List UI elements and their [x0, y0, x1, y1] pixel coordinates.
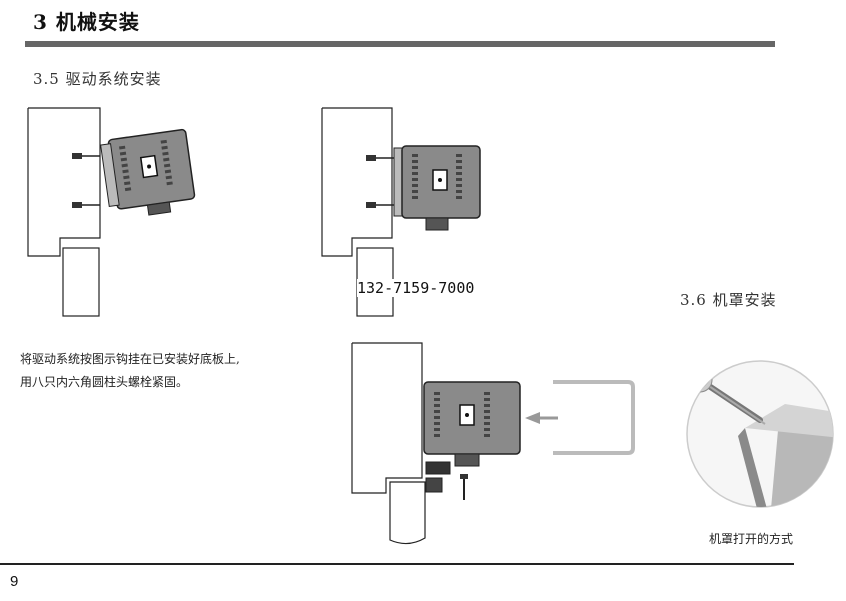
overlay-phone-number: 132-7159-7000	[357, 279, 475, 297]
footer-rule	[0, 563, 794, 565]
section-3-5-title: 3.5 驱动系统安装	[33, 70, 162, 88]
section-3-6-title: 3.6 机罩安装	[680, 291, 777, 309]
header-rule	[25, 41, 775, 47]
page-number: 9	[10, 573, 19, 590]
section-3-5-description: 将驱动系统按图示钩挂在已安装好底板上, 用八只内六角圆柱头螺栓紧固。	[20, 348, 240, 394]
chapter-title: 3 机械安装	[33, 10, 140, 34]
description-line-1: 将驱动系统按图示钩挂在已安装好底板上,	[20, 352, 240, 366]
cover-caption: 机罩打开的方式	[709, 532, 794, 546]
description-line-2: 用八只内六角圆柱头螺栓紧固。	[20, 375, 189, 389]
